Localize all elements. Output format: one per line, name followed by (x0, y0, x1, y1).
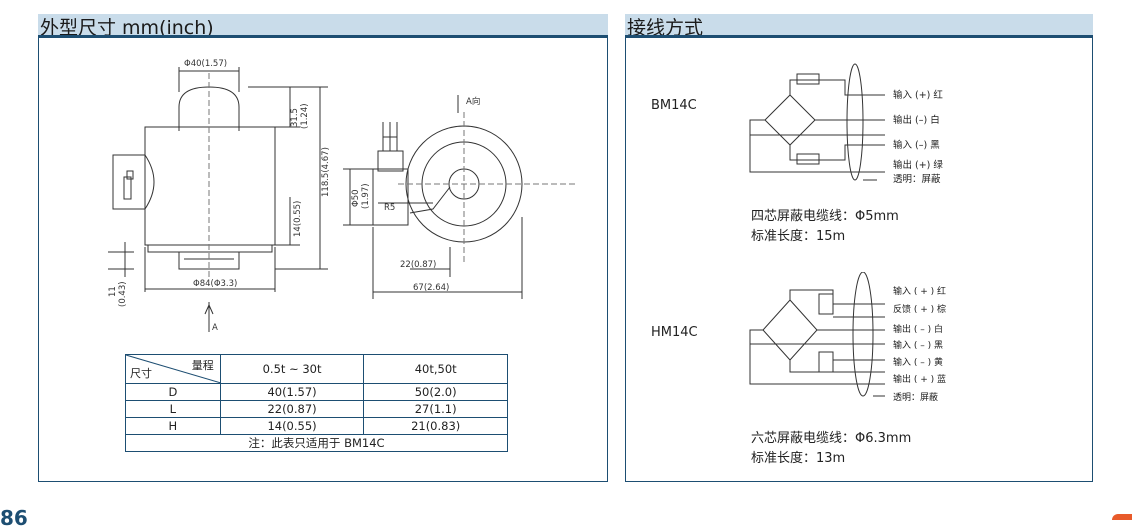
label-124: (1.24) (300, 103, 310, 129)
page-number: 86 (0, 506, 28, 530)
label-315: 31.5 (290, 108, 300, 127)
bm-wire-5: 透明：屏蔽 (893, 173, 941, 185)
label-14: 14(0.55) (293, 201, 303, 237)
bm-wire-1: 输入 (+) 红 (893, 89, 943, 101)
label-11: 11 (108, 286, 118, 297)
table-row-label: H (125, 417, 221, 435)
table-row-label: D (125, 383, 221, 401)
dimension-table: 量程 尺寸 0.5t ~ 30t 40t,50t D 40(1.57) 50(2… (125, 354, 508, 452)
table-row: D 40(1.57) 50(2.0) (125, 383, 508, 401)
label-1185: 118.5(4.67) (321, 147, 331, 197)
table-note: 注：此表只适用于 BM14C (125, 434, 508, 452)
hm-cable-length: 标准长度：13m (751, 451, 846, 466)
label-a-view: A向 (466, 96, 480, 107)
hm-wire-2: 反馈 ( + ) 棕 (893, 303, 946, 315)
hm-wire-1: 输入 ( + ) 红 (893, 285, 946, 297)
bm-wiring-diagram: 输入 (+) 红 输出 (–) 白 输入 (–) 黑 输出 (+) 绿 透明：屏… (749, 63, 943, 185)
wiring-title-bar (625, 14, 1093, 36)
wiring-title: 接线方式 (627, 17, 704, 39)
hm-wiring-diagram: 输入 ( + ) 红 反馈 ( + ) 棕 输出 ( – ) 白 输入 ( – … (749, 272, 946, 403)
label-67: 67(2.64) (413, 283, 449, 293)
side-view-connector (377, 150, 404, 172)
hm-wire-4: 输入 ( – ) 黑 (893, 339, 943, 351)
table-row: L 22(0.87) 27(1.1) (125, 400, 508, 418)
hm-wire-5: 输入 ( – ) 黄 (893, 356, 943, 368)
hm-model-label: HM14C (651, 325, 698, 340)
label-phi50: Φ50 (351, 189, 361, 207)
table-cell: 22(0.87) (219, 400, 365, 418)
table-row-label: L (125, 400, 221, 418)
label-22: 22(0.87) (400, 260, 436, 270)
label-a: A (212, 323, 218, 333)
label-043: (0.43) (118, 281, 128, 307)
table-cell: 40(1.57) (219, 383, 365, 401)
wiring-panel (625, 37, 1093, 482)
dimension-title: 外型尺寸 mm(inch) (40, 17, 214, 39)
table-cell: 27(1.1) (363, 400, 508, 418)
bm-model-label: BM14C (651, 98, 697, 113)
base-plate (147, 245, 273, 253)
table-header-dimension: 尺寸 (130, 367, 152, 380)
bm-wire-3: 输入 (–) 黑 (893, 139, 940, 151)
label-phi84: Φ84(Φ3.3) (193, 279, 237, 289)
corner-accent-icon (1112, 514, 1132, 520)
table-cell: 14(0.55) (219, 417, 365, 435)
label-phi40: Φ40(1.57) (184, 59, 227, 69)
bm-wire-2: 输出 (–) 白 (893, 114, 940, 126)
table-row: H 14(0.55) 21(0.83) (125, 417, 508, 435)
bm-cable-spec: 四芯屏蔽电缆线：Φ5mm (751, 209, 899, 224)
load-cell-drawing: Φ40(1.57) 31.5 (1.24) 118.5(4.67) 14(0.5… (108, 59, 578, 333)
bm-cable-length: 标准长度：15m (751, 229, 846, 244)
cable-gland (112, 154, 145, 210)
table-corner-header: 量程 尺寸 (125, 354, 221, 384)
load-cell-body (144, 126, 276, 246)
label-r5: R5 (384, 203, 395, 213)
table-cell: 50(2.0) (363, 383, 508, 401)
label-phi50-in: (1.97) (361, 183, 371, 209)
hm-wire-7: 透明：屏蔽 (893, 391, 938, 403)
table-header-range: 量程 (191, 359, 214, 372)
dimension-title-underline (38, 35, 608, 37)
wiring-title-underline (625, 35, 1093, 37)
table-cell: 21(0.83) (363, 417, 508, 435)
bm-wire-4: 输出 (+) 绿 (893, 159, 943, 171)
hm-wire-3: 输出 ( – ) 白 (893, 323, 943, 335)
table-col-1: 0.5t ~ 30t (219, 354, 365, 384)
hm-cable-spec: 六芯屏蔽电缆线：Φ6.3mm (751, 431, 912, 446)
table-col-2: 40t,50t (363, 354, 508, 384)
hm-wire-6: 输出 ( + ) 蓝 (893, 373, 946, 385)
dimension-title-bar (38, 14, 608, 36)
